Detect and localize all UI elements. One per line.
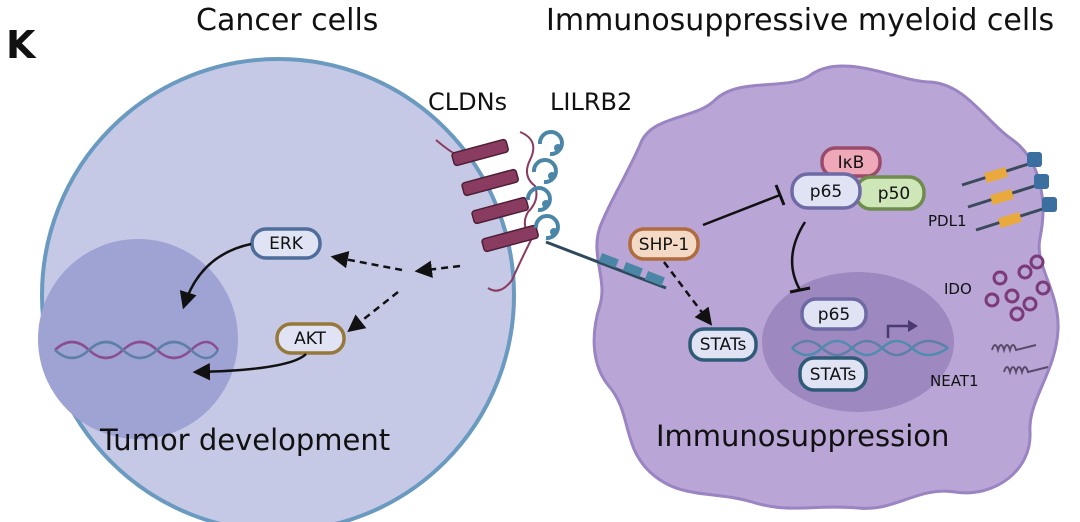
- ikb-label: IκB: [838, 153, 865, 173]
- p50-label: p50: [878, 184, 910, 204]
- akt-node: AKT: [275, 322, 346, 355]
- transcription-arrowhead-icon: [908, 320, 918, 332]
- p65-node: p65: [790, 172, 862, 210]
- tumor-development-label: Tumor development: [99, 423, 390, 457]
- lilrb2-ligand-tips: [542, 144, 562, 236]
- pdl1-receptors: [961, 152, 1057, 232]
- nucleus-stats-label: STATs: [810, 365, 857, 385]
- shp1-node: SHP-1: [628, 227, 700, 261]
- cldns-label: CLDNs: [428, 88, 507, 116]
- heading-myeloid-cells: Immunosuppressive myeloid cells: [546, 3, 1054, 38]
- erk-label: ERK: [269, 234, 304, 254]
- p65-label: p65: [810, 182, 842, 202]
- ido-label: IDO: [944, 280, 972, 298]
- cancer-dna-helix: [54, 340, 220, 360]
- cancer-signal-arrows: [179, 242, 461, 381]
- panel-label: K: [6, 23, 37, 67]
- lilrb2-receptor: [525, 130, 667, 290]
- stats-node: STATs: [688, 327, 758, 362]
- myeloid-dna-helix: [791, 339, 949, 357]
- neat1-label: NEAT1: [930, 372, 979, 390]
- lilrb2-itim-segments: [598, 253, 665, 286]
- inhibition-lines: [702, 184, 811, 294]
- nucleus-p65-node: p65: [800, 297, 868, 331]
- shp1-label: SHP-1: [639, 235, 689, 255]
- cancer-cell-nucleus: [38, 239, 238, 439]
- claudin-receptors: [435, 131, 539, 292]
- nucleus-p65-label: p65: [818, 305, 850, 325]
- ikb-node: IκB: [820, 146, 882, 178]
- erk-node: ERK: [250, 227, 322, 260]
- shp1-stats-arrow: [663, 261, 713, 326]
- transcription-arrow-icon: [886, 324, 910, 338]
- ido-molecules: [984, 254, 1051, 322]
- nucleus-stats-node: STATs: [798, 356, 868, 392]
- heading-cancer-cells: Cancer cells: [196, 3, 378, 38]
- p50-node: p50: [854, 175, 926, 211]
- neat1-rna-icon: [991, 344, 1049, 376]
- akt-label: AKT: [294, 329, 326, 349]
- lilrb2-label: LILRB2: [550, 88, 632, 116]
- immunosuppression-label: Immunosuppression: [656, 419, 949, 453]
- stats-label: STATs: [700, 335, 747, 355]
- pdl1-label: PDL1: [928, 212, 967, 230]
